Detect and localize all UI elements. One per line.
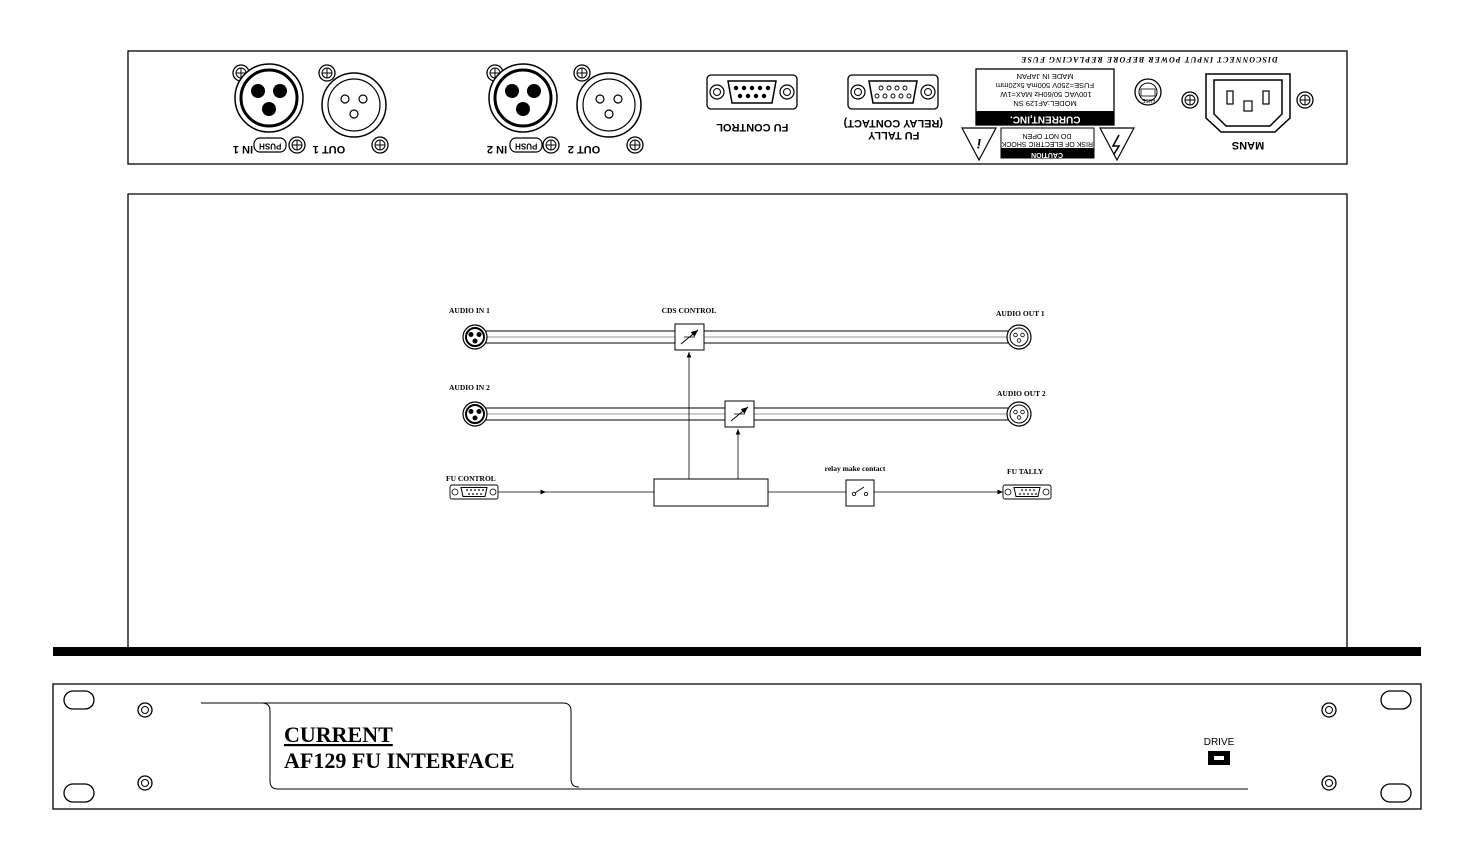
rack-slot (1380, 690, 1412, 710)
panel-screw (1321, 775, 1337, 791)
mains-inlet: MANS (1181, 73, 1314, 151)
caution-label: i DO NOT OPEN RISK OF ELECTRIC SHOCK CAU… (961, 127, 1135, 162)
rack-slot (63, 783, 95, 803)
fuse-label: FUSE (1141, 97, 1155, 103)
info-icon: i (977, 135, 981, 150)
audio-in-2-label: AUDIO IN 2 (449, 383, 490, 392)
maker-text: CURRENT,INC. (1010, 114, 1081, 125)
out-1-xlr-connector: OUT 1 (313, 64, 389, 155)
fu-tally-connector: (RELAY CONTACT) FU TALLY (843, 74, 943, 141)
in-1-xlr-connector: PUSH IN 1 (232, 62, 306, 155)
rear-panel: PUSH IN 1 OUT 1 PUSH IN 2 OUT 2 (127, 50, 1348, 165)
front-panel: CURRENT AF129 FU INTERFACE DRIVE (52, 683, 1422, 810)
push-label: PUSH (259, 142, 281, 151)
panel-screw (137, 702, 153, 718)
in-1-label: IN 1 (233, 143, 253, 155)
fu-control-rear-label: FU CONTROL (716, 121, 788, 133)
in-2-xlr-connector: PUSH IN 2 (486, 62, 560, 155)
in-2-label: IN 2 (487, 143, 507, 155)
origin-text: MADE IN JAPAN (1017, 72, 1074, 81)
caution-line1: RISK OF ELECTRIC SHOCK (1001, 140, 1093, 147)
panel-screw (137, 775, 153, 791)
cds-control-2 (724, 400, 755, 428)
fu-control-diagram-label: FU CONTROL (446, 474, 496, 483)
relay-contact: relay make contact (768, 464, 1003, 507)
push-label: PUSH (515, 142, 537, 151)
relay-label: relay make contact (825, 464, 886, 473)
product-name: AF129 FU INTERFACE (284, 748, 515, 773)
panel-divider (53, 647, 1421, 656)
fu-tally-rear-line1: FU TALLY (867, 129, 919, 141)
fu-control-input: FU CONTROL (446, 474, 654, 500)
lightning-icon (1111, 134, 1121, 155)
audio-out-1-label: AUDIO OUT 1 (996, 309, 1045, 318)
power-spec-text: 100VAC 50/60Hz MAX=1W (999, 90, 1091, 99)
cds-control-1: CDS CONTROL (662, 306, 717, 351)
audio-out-2-label: AUDIO OUT 2 (997, 389, 1046, 398)
drive-label: DRIVE (1204, 737, 1235, 748)
out-1-label: OUT 1 (313, 143, 345, 155)
rack-ear-left (63, 690, 153, 803)
out-2-label: OUT 2 (568, 143, 600, 155)
audio-in-1-label: AUDIO IN 1 (449, 306, 490, 315)
nameplate: CURRENT AF129 FU INTERFACE (201, 702, 1248, 790)
fuse-warning-text: DISCONNECT INPUT POWER BEFORE REPLACING … (1020, 55, 1279, 64)
audio-path-1: AUDIO IN 1 AUDIO OUT 1 (449, 306, 1045, 350)
panel-screw (1321, 702, 1337, 718)
fu-control-connector: FU CONTROL (706, 74, 798, 133)
brand-text: CURRENT (284, 722, 393, 747)
caution-title: CAUTION (1031, 151, 1063, 158)
fu-tally-rear-line2: (RELAY CONTACT) (843, 117, 943, 129)
drive-indicator: DRIVE (1204, 737, 1235, 765)
rack-slot (1380, 783, 1412, 803)
model-text: MODEL:AF129 SN (1013, 99, 1076, 108)
fu-tally-output: FU TALLY (1002, 467, 1052, 500)
rack-slot (63, 690, 95, 710)
rating-label: MADE IN JAPAN FUSE=250V 500mA 5x20mm 100… (975, 68, 1115, 126)
fuse-spec-text: FUSE=250V 500mA 5x20mm (996, 81, 1094, 90)
caution-line2: DO NOT OPEN (1023, 132, 1072, 139)
mains-label: MANS (1232, 139, 1264, 151)
rack-ear-right (1321, 690, 1412, 803)
block-diagram-panel: AUDIO IN 1 AUDIO OUT 1 AUDIO IN 2 AUDIO … (53, 193, 1421, 656)
cds-control-label: CDS CONTROL (662, 306, 717, 315)
out-2-xlr-connector: OUT 2 (568, 64, 644, 155)
fuse-holder: FUSE (1134, 78, 1162, 106)
control-logic-block (653, 352, 769, 507)
fu-tally-diagram-label: FU TALLY (1007, 467, 1044, 476)
